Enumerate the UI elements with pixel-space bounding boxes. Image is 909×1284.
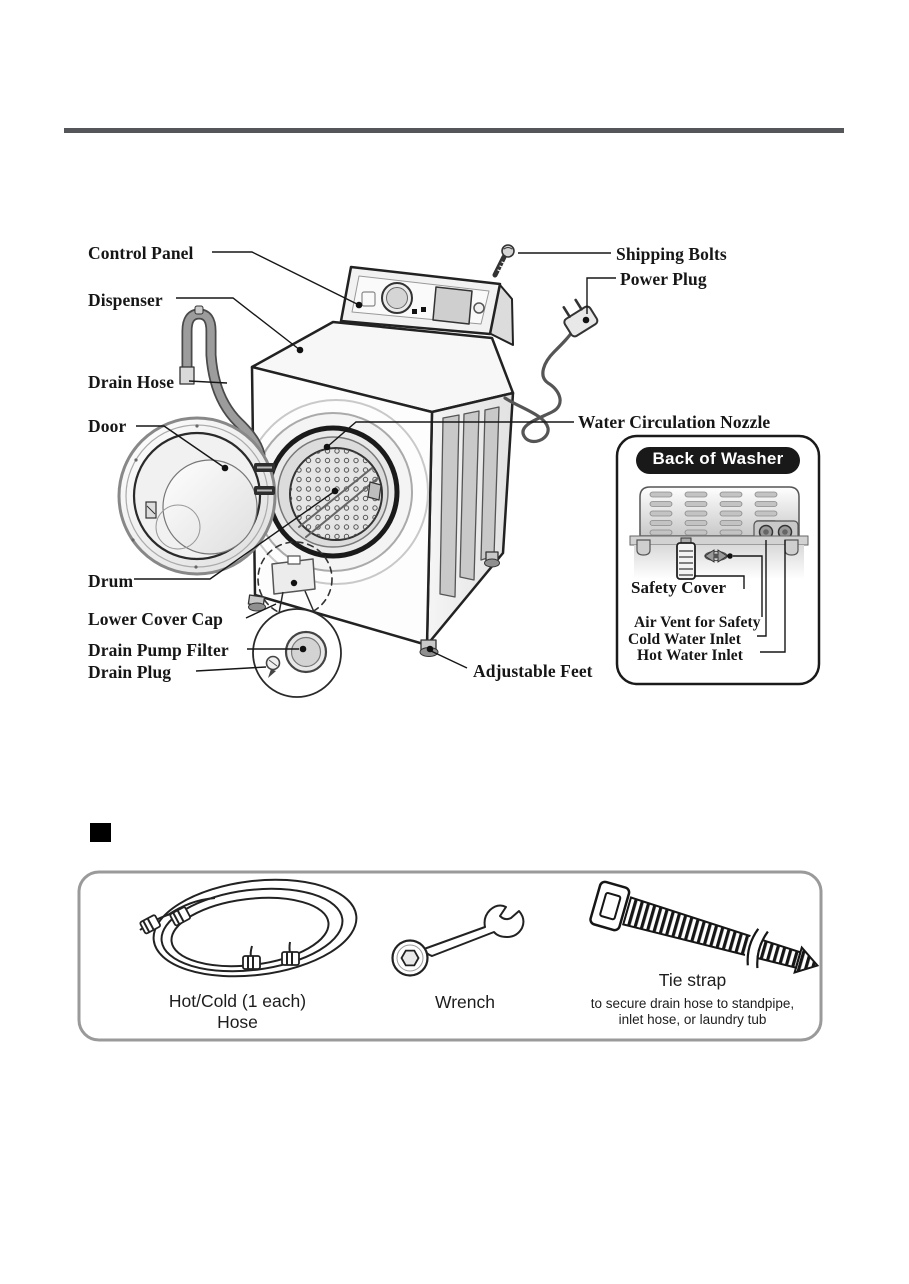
control-panel-drawing <box>339 265 502 336</box>
shipping-bolt-drawing <box>492 244 515 278</box>
label-cold-water-inlet: Cold Water Inlet <box>628 631 741 648</box>
caption-tie-strap: Tie strap <box>658 970 727 990</box>
label-lower-cover-cap: Lower Cover Cap <box>88 609 224 629</box>
label-safety-cover: Safety Cover <box>631 578 727 597</box>
label-hot-water-inlet: Hot Water Inlet <box>637 647 743 664</box>
drain-pump-magnifier-balloon <box>252 590 342 698</box>
wrench-drawing <box>391 904 525 977</box>
inset-title-pill <box>636 447 800 474</box>
back-of-washer-inset <box>615 434 821 686</box>
caption-wrench: Wrench <box>435 992 495 1012</box>
leader-lines <box>134 251 786 672</box>
label-door: Door <box>88 416 127 436</box>
safety-cover-drawing <box>676 537 696 580</box>
leader-dots <box>221 301 733 653</box>
section-divider-rule <box>64 128 844 133</box>
side-vent-slots <box>439 406 500 598</box>
caption-tie-strap-desc2: inlet hose, or laundry tub <box>618 1012 767 1027</box>
section-marker-square <box>90 823 111 842</box>
drain-hose-drawing <box>179 305 266 461</box>
label-drain-pump-filter: Drain Pump Filter <box>88 640 229 660</box>
inset-title: Back of Washer <box>652 449 784 468</box>
air-vent-drawing <box>704 549 728 563</box>
label-shipping-bolts: Shipping Bolts <box>616 244 727 264</box>
tie-strap-drawing <box>589 880 820 975</box>
door-drawing <box>117 416 277 576</box>
door-hinges <box>254 463 275 495</box>
label-dispenser: Dispenser <box>88 290 163 310</box>
display-panel <box>432 286 473 325</box>
caption-hose-line2: Hose <box>217 1012 258 1032</box>
label-air-vent: Air Vent for Safety <box>634 614 761 631</box>
label-control-panel: Control Panel <box>88 243 194 263</box>
caption-tie-strap-desc1: to secure drain hose to standpipe, <box>590 996 795 1011</box>
label-drain-plug: Drain Plug <box>88 662 172 682</box>
label-adjustable-feet: Adjustable Feet <box>473 661 593 681</box>
label-power-plug: Power Plug <box>620 269 707 289</box>
power-cord-drawing <box>503 298 599 444</box>
label-water-circulation-nozzle: Water Circulation Nozzle <box>578 412 771 432</box>
label-drain-hose: Drain Hose <box>88 372 175 392</box>
power-plug-drawing <box>562 298 599 338</box>
accessories-box <box>77 870 823 1042</box>
inlet-hoses-drawing <box>139 878 358 978</box>
caption-hose-line1: Hot/Cold (1 each) <box>168 991 307 1011</box>
label-drum: Drum <box>88 571 134 591</box>
